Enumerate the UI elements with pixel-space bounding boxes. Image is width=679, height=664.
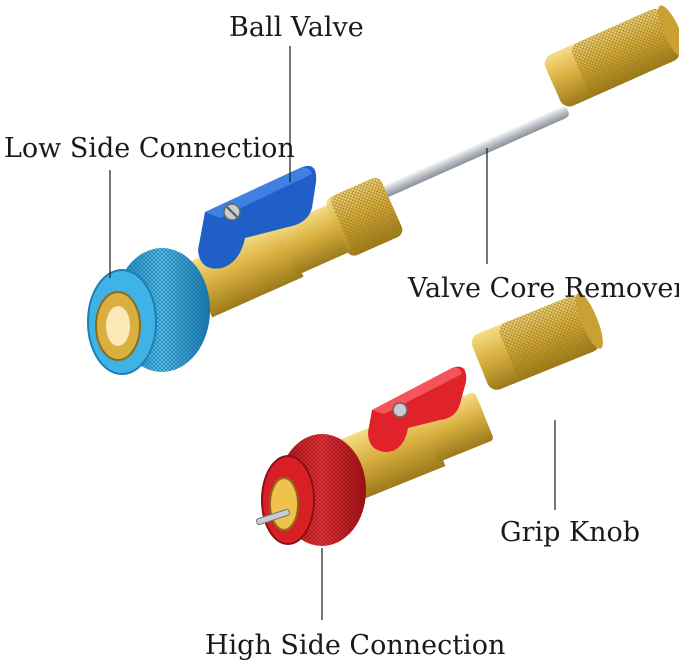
red-valve-handle bbox=[368, 366, 467, 452]
remover-end-knob bbox=[544, 5, 679, 107]
low-side-tool bbox=[87, 5, 679, 375]
ball-valve-handle bbox=[198, 165, 317, 269]
leader-lines bbox=[109, 46, 556, 620]
grip-knob bbox=[471, 292, 603, 390]
ball-valve-label: Ball Valve bbox=[229, 12, 364, 43]
valve-core-remover-label: Valve Core Remover bbox=[407, 273, 679, 304]
high-side-connection-label: High Side Connection bbox=[205, 630, 505, 661]
high-side-coupler bbox=[255, 434, 366, 546]
low-side-coupler bbox=[87, 248, 210, 375]
low-side-connection-label: Low Side Connection bbox=[4, 133, 295, 164]
high-side-tool bbox=[255, 292, 603, 546]
grip-knob-label: Grip Knob bbox=[500, 517, 640, 548]
valve-core-remover-rod bbox=[355, 106, 569, 209]
